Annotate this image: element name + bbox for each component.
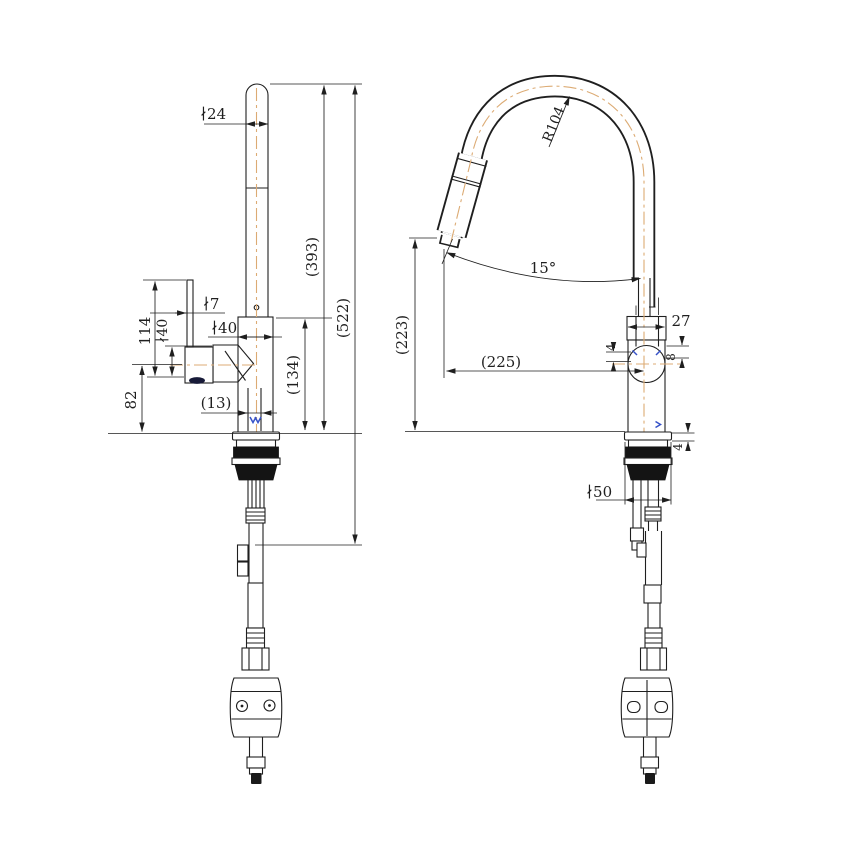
handle-underside-shadow	[189, 377, 205, 384]
mounting-hardware-right	[623, 431, 673, 481]
mounting-hardware-left	[231, 431, 281, 481]
centerline-gooseneck	[450, 85, 645, 440]
dimension-label-right_view-7: 4	[671, 443, 685, 451]
dimension-label-right_view-5: 4	[604, 343, 618, 351]
dimension-label-left_view-1: (393)	[303, 237, 321, 277]
hose-connector-tip	[645, 773, 655, 784]
dimension-label-left_view-2: (522)	[334, 298, 352, 338]
counterweight-left	[229, 677, 283, 738]
faucet-body-front	[627, 339, 666, 434]
dimension-label-left_view-9: (13)	[201, 394, 232, 412]
spray-head-joint-line	[456, 157, 487, 167]
hose-tip-right	[640, 737, 660, 784]
supply-hose-right	[629, 480, 668, 671]
dimension-label-right_view-1: 15°	[530, 259, 557, 277]
dimension-label-left_view-4: 114	[136, 317, 154, 346]
dimension-label-right_view-2: (223)	[393, 315, 411, 355]
dimension-label-left_view-6: ∤7	[203, 295, 220, 313]
counterweight-right	[620, 677, 674, 738]
water-outlet-mark	[249, 416, 262, 425]
dimension-label-left_view-7: ∤40	[211, 319, 237, 337]
blue-marks	[631, 349, 662, 472]
hose-tip-left	[246, 737, 266, 784]
dimension-label-right_view-4: 27	[671, 312, 690, 330]
dimension-label-right_view-3: (225)	[481, 353, 521, 371]
dimension-label-left_view-0: ∤24	[200, 105, 226, 123]
supply-hose-left	[236, 480, 270, 671]
dimension-label-left_view-5: ∤40	[155, 319, 171, 344]
spout-tube-side	[245, 83, 269, 318]
left-view	[108, 83, 362, 784]
dimension-lines-right	[405, 96, 695, 505]
dimension-label-left_view-3: (134)	[284, 355, 302, 395]
dimension-label-left_view-8: 82	[122, 390, 140, 409]
spray-head	[436, 152, 488, 249]
right-view	[405, 74, 695, 784]
dimension-labels: ∤24(393)(522)(134)114∤40∤7∤4082(13)R1041…	[122, 104, 691, 501]
dimension-label-right_view-8: ∤50	[586, 483, 612, 501]
weight-slot	[626, 700, 641, 714]
dimension-lines-left	[108, 83, 362, 546]
hose-connector-tip	[251, 773, 262, 784]
dimension-label-right_view-0: R104	[540, 104, 569, 145]
dimension-label-right_view-6: 8	[664, 353, 678, 361]
weight-slot	[654, 700, 669, 714]
handle-lever	[186, 279, 194, 348]
